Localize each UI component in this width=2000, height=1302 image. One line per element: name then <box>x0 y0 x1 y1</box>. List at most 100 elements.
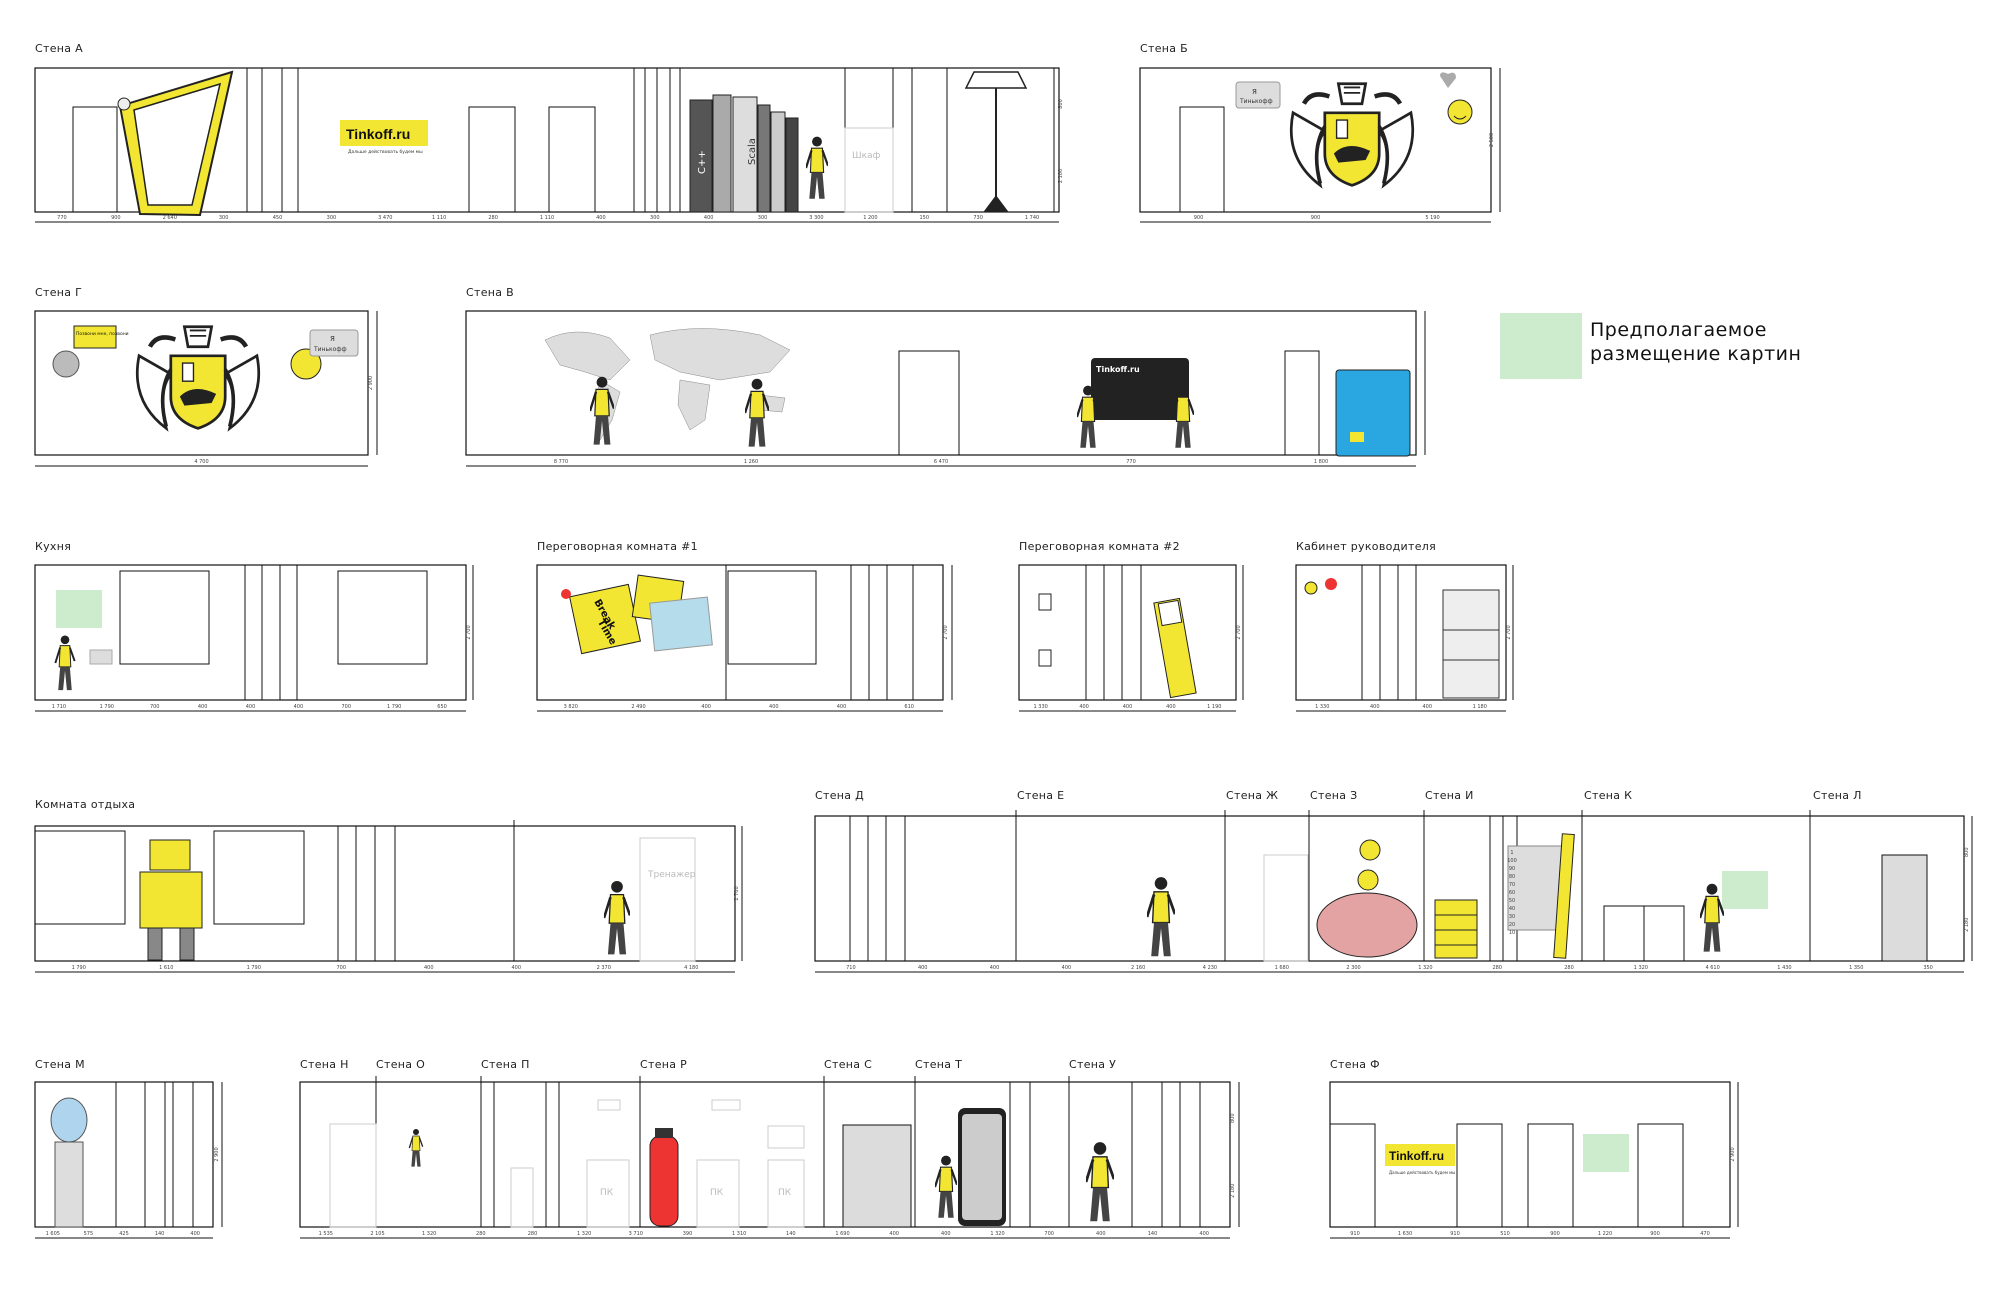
dimension-label: 900 <box>1311 215 1321 221</box>
dimension-label: 700 <box>336 965 346 971</box>
wink-emoji-b <box>1440 72 1473 125</box>
trainer-label: Тренажер <box>647 870 696 880</box>
dimension-label: 700 <box>342 704 352 710</box>
dimension-label: 390 <box>683 1231 693 1237</box>
dimension-label: 350 <box>1923 965 1933 971</box>
dimension-label: 800 <box>1964 847 1970 857</box>
dimension-label: 400 <box>246 704 256 710</box>
dimension-label: 400 <box>889 1231 899 1237</box>
water-cooler-artwork <box>50 1097 88 1228</box>
dimension-label: 140 <box>155 1231 165 1237</box>
dimension-label: 1 790 <box>100 704 114 710</box>
dimension-label: 1 320 <box>577 1231 591 1237</box>
dimension-label: 280 <box>1564 965 1574 971</box>
tinkoff-sign-f: Tinkoff.ru Дальше действовать будем мы <box>1385 1144 1455 1175</box>
dimension-label: 2 500 <box>1489 133 1495 147</box>
wall-label-g: Стена Г <box>35 286 83 299</box>
wall-label-b: Стена Б <box>1140 42 1188 55</box>
dimension-label: 2 180 <box>1964 918 1970 932</box>
dimension-label: 4 180 <box>684 965 698 971</box>
bubble-ya-tinkoff-b: Я Тинькофф <box>1235 81 1281 109</box>
dimension-label: 3 470 <box>378 215 392 221</box>
dimension-label: 4 700 <box>194 459 208 465</box>
dimension-label: 5 190 <box>1425 215 1439 221</box>
dimension-label: 30 <box>1509 914 1515 920</box>
dimension-label: 400 <box>1079 704 1089 710</box>
dimension-label: 2 160 <box>1131 965 1145 971</box>
dimension-label: 400 <box>424 965 434 971</box>
dimension-label: 300 <box>327 215 337 221</box>
wall-label-office: Кабинет руководителя <box>1296 540 1437 553</box>
dimension-label: 2 700 <box>466 625 472 639</box>
dimension-label: 610 <box>904 704 914 710</box>
dimension-label: 400 <box>941 1231 951 1237</box>
dimension-label: 2 100 <box>1058 169 1064 183</box>
crest-artwork <box>1291 84 1412 186</box>
wall-label-m: Стена М <box>35 1058 85 1071</box>
dimension-label: 1 320 <box>422 1231 436 1237</box>
dimension-label: 1 790 <box>72 965 86 971</box>
pc-label-1: ПК <box>600 1188 614 1198</box>
wall-label-z: Стена З <box>1310 789 1358 802</box>
dimension-label: 800 <box>1058 99 1064 109</box>
dimension-label: 300 <box>758 215 768 221</box>
dimension-label: 710 <box>846 965 856 971</box>
dimension-label: 1 110 <box>540 215 554 221</box>
dimension-label: 900 <box>1194 215 1204 221</box>
dimension-label: 1 200 <box>863 215 877 221</box>
wall-v <box>465 310 1426 467</box>
dimension-label: 140 <box>1148 1231 1158 1237</box>
dimension-label: 650 <box>437 704 447 710</box>
dimension-label: 730 <box>973 215 983 221</box>
fire-extinguisher-artwork <box>649 1128 679 1227</box>
dimension-label: 400 <box>704 215 714 221</box>
world-map-artwork <box>544 328 791 441</box>
dimension-label: 300 <box>219 215 229 221</box>
books-artwork: C++ Scala <box>689 94 799 213</box>
dimension-label: 2 900 <box>1730 1147 1736 1161</box>
blue-card-artwork <box>1335 369 1411 457</box>
dimension-label: 1 330 <box>1034 704 1048 710</box>
dimension-label: 1 690 <box>835 1231 849 1237</box>
dimension-label: 6 470 <box>934 459 948 465</box>
dimension-label: 280 <box>528 1231 538 1237</box>
tinkoff-sign-f-slogan: Дальше действовать будем мы <box>1389 1170 1455 1175</box>
wall-meeting2 <box>1018 564 1244 712</box>
dimension-label: 1 190 <box>1207 704 1221 710</box>
person-artwork <box>1086 1140 1114 1223</box>
wall-label-i: Стена И <box>1425 789 1474 802</box>
mug-artwork <box>89 649 113 665</box>
dimension-label: 1 790 <box>247 965 261 971</box>
bubble-call-text: Позвони мне, позвони <box>76 331 129 337</box>
tinkoff-card-artwork: Tinkoff.ru <box>1091 358 1189 420</box>
dimension-label: 400 <box>701 704 711 710</box>
dimension-label: 1 605 <box>46 1231 60 1237</box>
wall-d-l <box>814 810 1973 973</box>
pc-label-2: ПК <box>710 1188 724 1198</box>
pc-label-3: ПК <box>778 1188 792 1198</box>
dimension-label: 2 300 <box>1346 965 1360 971</box>
wall-kitchen <box>34 564 474 712</box>
wall-label-kitchen: Кухня <box>35 540 72 553</box>
dimension-label: 400 <box>1123 704 1133 710</box>
dimension-label: 2 370 <box>597 965 611 971</box>
wall-meeting1 <box>536 564 953 712</box>
dimension-label: 4 610 <box>1705 965 1719 971</box>
dimension-label: 1 790 <box>387 704 401 710</box>
dimension-label: 3 710 <box>629 1231 643 1237</box>
dimension-label: 1 180 <box>1473 704 1487 710</box>
wall-label-f: Стена Ф <box>1330 1058 1380 1071</box>
wall-label-t: Стена Т <box>915 1058 963 1071</box>
wall-g <box>34 310 378 467</box>
card-brand: Tinkoff.ru <box>1096 365 1140 374</box>
wall-label-r: Стена Р <box>640 1058 688 1071</box>
dimension-label: 400 <box>596 215 606 221</box>
bubble-b-ya: Я <box>1252 88 1257 96</box>
wall-label-rest: Комната отдыха <box>35 798 136 811</box>
wall-label-k: Стена К <box>1584 789 1633 802</box>
dimension-label: 2 900 <box>214 1147 220 1161</box>
dimension-label: 1 110 <box>432 215 446 221</box>
dimension-label: 80 <box>1509 874 1515 880</box>
dimension-label: 1 320 <box>990 1231 1004 1237</box>
